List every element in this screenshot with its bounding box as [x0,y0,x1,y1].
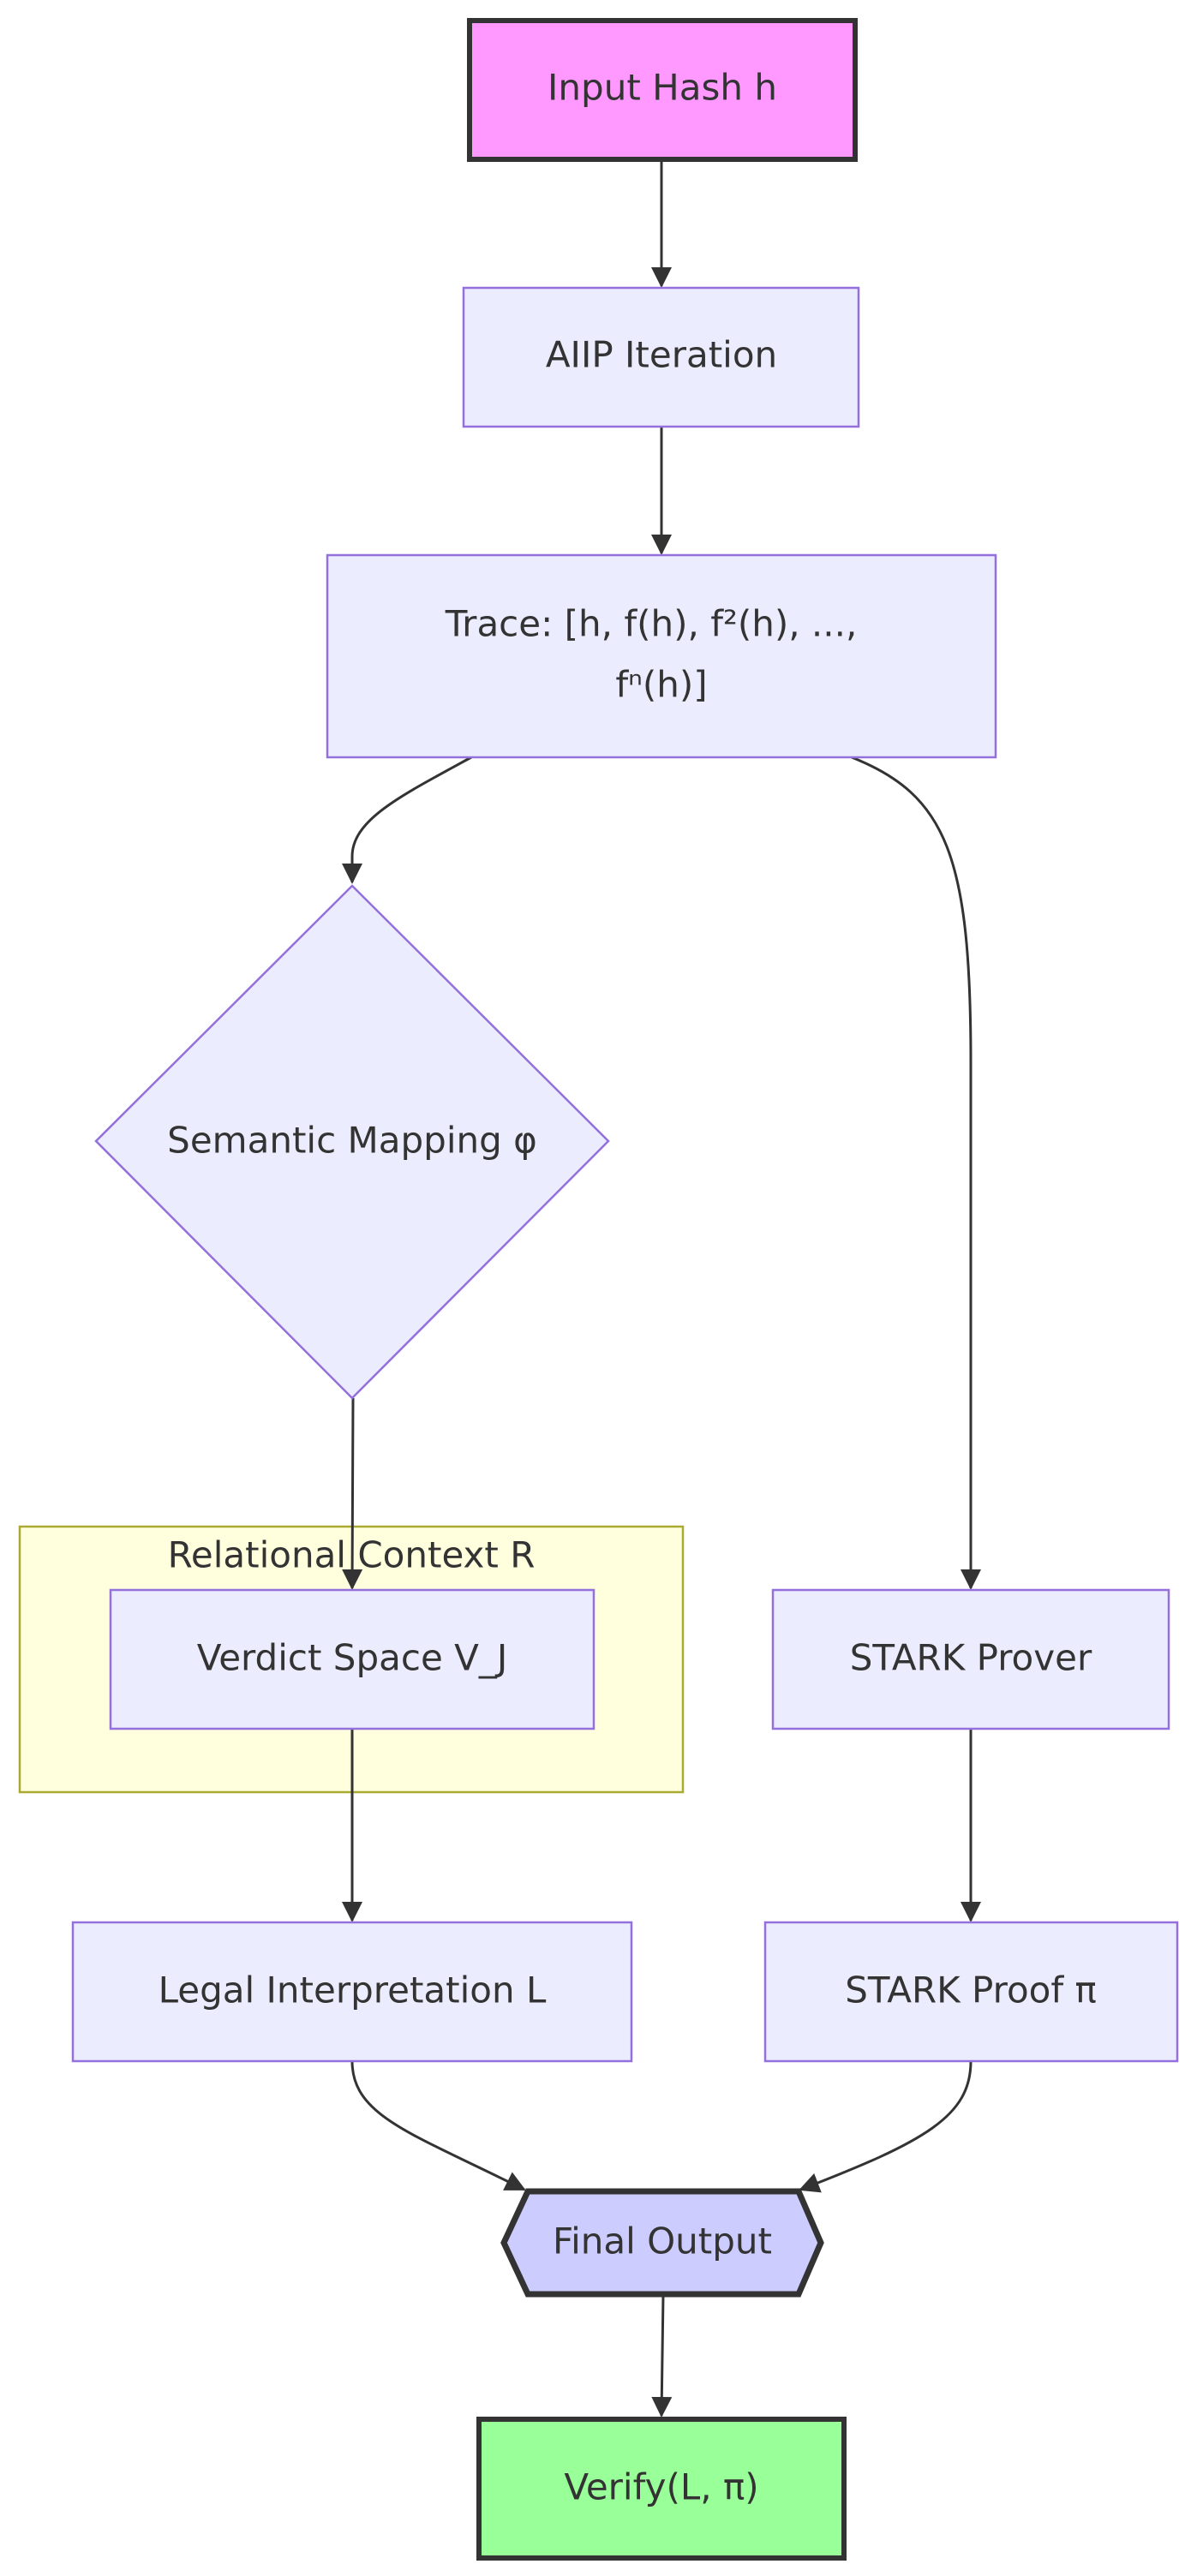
node-input-hash-label: Input Hash h [548,67,777,109]
edge-trace-to-semantic [342,756,472,884]
node-verdict-space: Verdict Space V_J [109,1588,596,1730]
edge-final-to-verify [651,2293,673,2418]
node-stark-prover: STARK Prover [771,1588,1170,1730]
edge-semantic-to-verdict [342,1397,363,1590]
edge-legal-to-final [350,2060,526,2191]
edges [342,159,981,2418]
node-trace-label-line1: Trace: [h, f(h), f²(h), ..., [445,603,858,645]
node-verify-label: Verify(L, π) [564,2466,758,2508]
node-trace: Trace: [h, f(h), f²(h), ..., fⁿ(h)] [326,553,997,759]
node-final-output: Final Output [500,2188,824,2298]
node-trace-label-line2: fⁿ(h)] [615,664,707,706]
node-stark-prover-label: STARK Prover [850,1637,1092,1679]
node-final-output-label: Final Output [553,2220,772,2262]
node-stark-proof: STARK Proof π [763,1921,1179,2063]
node-input-hash: Input Hash h [467,18,858,162]
edge-proof-to-final [799,2060,973,2193]
node-stark-proof-label: STARK Proof π [845,1969,1097,2011]
node-semantic-mapping-label: Semantic Mapping φ [167,1120,537,1162]
node-semantic-mapping: Semantic Mapping φ [94,884,610,1400]
node-aiip-iteration-label: AIIP Iteration [546,334,777,376]
node-verdict-space-label: Verdict Space V_J [197,1637,508,1679]
node-legal-interpretation: Legal Interpretation L [71,1921,633,2063]
node-aiip-iteration: AIIP Iteration [462,286,860,428]
edge-trace-to-stark-prover [851,756,981,1590]
node-legal-interpretation-label: Legal Interpretation L [159,1969,547,2011]
node-verify: Verify(L, π) [476,2417,847,2561]
